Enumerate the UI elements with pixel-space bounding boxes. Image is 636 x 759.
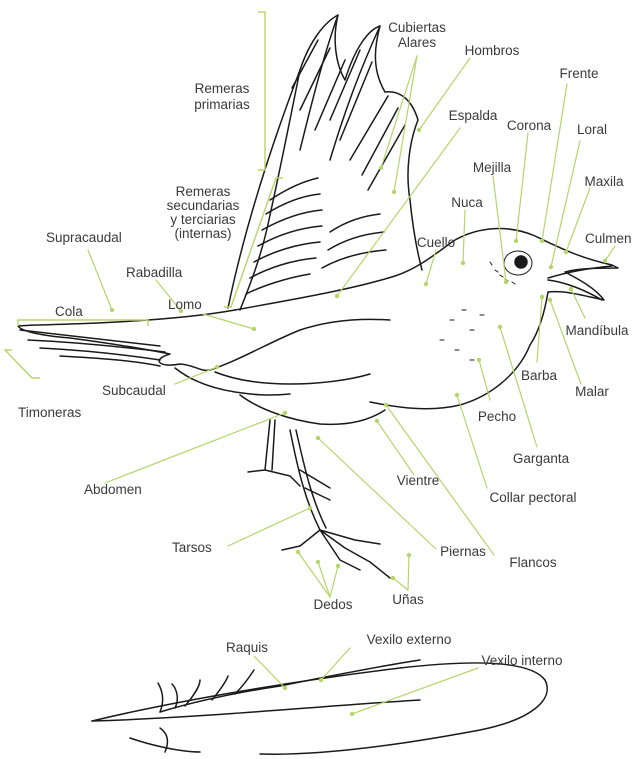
- label-hombros: Hombros: [465, 43, 520, 58]
- label-garganta: Garganta: [513, 451, 569, 466]
- label-flancos: Flancos: [509, 555, 556, 570]
- label-loral: Loral: [577, 122, 607, 137]
- label-maxila: Maxila: [584, 174, 623, 189]
- leader-supracaudal: [88, 250, 112, 310]
- label-piernas: Piernas: [440, 544, 486, 559]
- leader-corona: [516, 133, 528, 241]
- label-rabadilla: Rabadilla: [126, 265, 182, 280]
- label-tarsos: Tarsos: [172, 540, 212, 555]
- leader-piernas: [318, 438, 436, 549]
- label-mejilla: Mejilla: [473, 160, 511, 175]
- brackets: [5, 12, 283, 378]
- leader-dedos-2: [318, 562, 330, 597]
- leader-cuello: [426, 250, 436, 284]
- label-culmen: Culmen: [585, 231, 632, 246]
- label-remeras-primarias: Remeras primarias: [194, 81, 250, 113]
- leader-cubiertas-1: [381, 56, 417, 168]
- label-supracaudal: Supracaudal: [46, 230, 122, 245]
- leader-cubiertas-2: [394, 56, 417, 192]
- label-lomo: Lomo: [168, 297, 202, 312]
- leader-abdomen: [105, 413, 285, 483]
- leader-mandibula: [571, 289, 585, 318]
- label-pecho: Pecho: [478, 409, 516, 424]
- leader-dedos-3: [330, 566, 338, 597]
- feather-outline: [92, 660, 547, 754]
- label-malar: Malar: [575, 384, 609, 399]
- label-mandibula: Mandíbula: [565, 323, 628, 338]
- leader-vientre: [377, 421, 414, 475]
- label-remeras-secundarias: Remeras secundarias y terciarias (intern…: [167, 185, 240, 241]
- leader-unas-1: [393, 578, 408, 590]
- leader-unas-2: [408, 555, 409, 590]
- label-text: Remeras secundarias y terciarias (intern…: [167, 185, 240, 241]
- label-nuca: Nuca: [451, 195, 483, 210]
- label-vexilo-interno: Vexilo interno: [481, 653, 562, 668]
- bracket-remeras-primarias: [258, 12, 265, 170]
- bracket-timoneras: [5, 350, 40, 378]
- leader-lomo: [203, 314, 254, 329]
- leader-lines: [88, 56, 615, 714]
- leader-garganta: [500, 327, 537, 447]
- label-cubiertas-alares: Cubiertas Alares: [388, 20, 446, 50]
- leader-tarsos: [228, 508, 310, 546]
- label-abdomen: Abdomen: [84, 482, 142, 497]
- label-frente: Frente: [559, 66, 598, 81]
- label-barba: Barba: [521, 368, 557, 383]
- leader-dedos-1: [298, 552, 330, 597]
- leader-espalda: [337, 128, 460, 296]
- label-timoneras: Timoneras: [18, 405, 81, 420]
- leader-raquis: [254, 656, 285, 688]
- label-vexilo-externo: Vexilo externo: [367, 632, 452, 647]
- label-unas: Uñas: [392, 592, 424, 607]
- label-text: Cubiertas Alares: [388, 20, 446, 50]
- label-espalda: Espalda: [449, 108, 498, 123]
- label-subcaudal: Subcaudal: [102, 383, 166, 398]
- leader-frente: [542, 84, 567, 241]
- label-cola: Cola: [55, 304, 83, 319]
- label-vientre: Vientre: [397, 473, 440, 488]
- leader-culmen: [605, 246, 615, 261]
- label-raquis: Raquis: [226, 640, 268, 655]
- leader-vexilo-interno: [352, 668, 478, 714]
- label-text: Remeras primarias: [194, 81, 250, 113]
- label-cuello: Cuello: [417, 235, 455, 250]
- label-dedos: Dedos: [313, 597, 352, 612]
- label-collar-pectoral: Collar pectoral: [489, 490, 576, 505]
- label-corona: Corona: [507, 118, 551, 133]
